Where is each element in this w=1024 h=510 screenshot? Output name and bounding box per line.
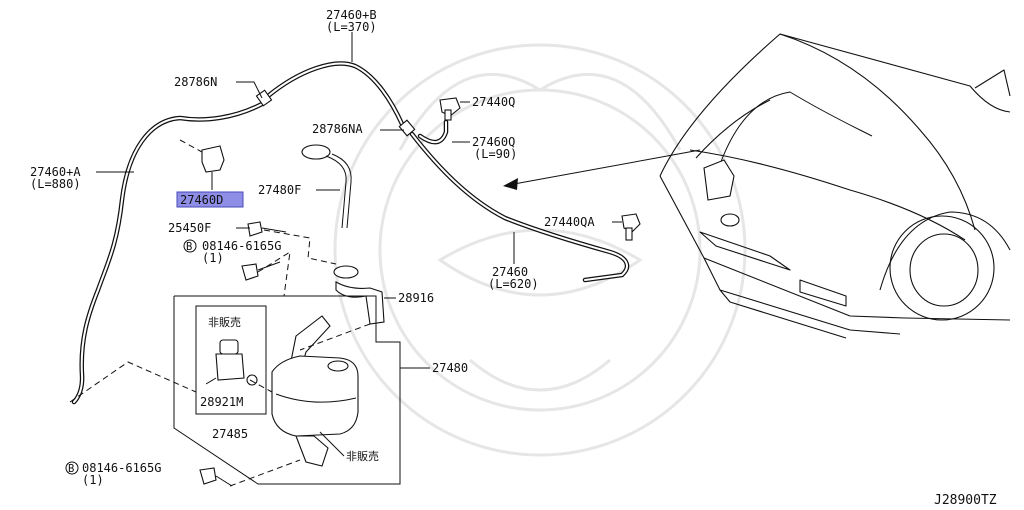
label-27460-b-length: (L=370) [326, 20, 377, 34]
highlight-27460d [176, 191, 244, 208]
pump-28921m [205, 339, 258, 386]
label-27460q: 27460Q [472, 135, 515, 149]
bolt-08146-lower [199, 467, 233, 487]
label-27480f: 27480F [258, 183, 301, 197]
hose-27460-a [71, 101, 265, 405]
label-08146-lower: 08146-6165G [82, 461, 161, 475]
label-25450f: 25450F [168, 221, 211, 235]
label-28916: 28916 [398, 291, 434, 305]
label-27460-main: 27460 [492, 265, 528, 279]
dashed-leader-lines [69, 139, 371, 487]
label-27460-b: 27460+B [326, 8, 377, 22]
watermark-emblem [333, 43, 747, 457]
cap-28916 [333, 265, 385, 325]
bolt-b-circle-lower [65, 461, 79, 475]
label-28921m: 28921M [200, 395, 243, 409]
diagram-code: J28900TZ [934, 493, 997, 508]
hose-27460-b [265, 61, 405, 127]
label-27460d: 27460D [180, 193, 223, 207]
connector-27460d [201, 145, 225, 190]
label-27485: 27485 [212, 427, 248, 441]
label-28786n: 28786N [174, 75, 217, 89]
pump-subassy-box [195, 305, 267, 415]
bolt-25450f [247, 221, 287, 237]
label-08146-upper-qty: (1) [202, 251, 224, 265]
grommet-28786na [398, 119, 416, 137]
label-not-sold-1: 非販売 [208, 316, 241, 329]
label-27460-a-length: (L=880) [30, 177, 81, 191]
location-arrow [503, 149, 701, 190]
label-bolt-b-upper: B [186, 241, 192, 253]
label-08146-upper: 08146-6165G [202, 239, 281, 253]
bolt-b-circle-upper [183, 239, 197, 253]
label-08146-lower-qty: (1) [82, 473, 104, 487]
label-leaders [96, 32, 622, 457]
inlet-pipe-27480f [301, 144, 352, 229]
label-27440qa: 27440QA [544, 215, 595, 229]
nozzle-27440qa [621, 213, 641, 241]
label-not-sold-2: 非販売 [346, 450, 379, 463]
nozzle-27440q [439, 97, 461, 121]
hose-27460 [409, 131, 630, 283]
label-27460-main-length: (L=620) [488, 277, 539, 291]
tank-assy-outline [173, 295, 401, 485]
hose-27460q [417, 119, 449, 145]
bolt-08146-upper [241, 261, 281, 281]
label-27440q: 27440Q [472, 95, 515, 109]
car-illustration [659, 33, 1011, 339]
label-bolt-b-lower: B [68, 463, 74, 475]
label-28786na: 28786NA [312, 122, 363, 136]
label-27460q-length: (L=90) [474, 147, 517, 161]
tank-27480 [271, 315, 359, 467]
label-27480: 27480 [432, 361, 468, 375]
label-27460-a: 27460+A [30, 165, 81, 179]
